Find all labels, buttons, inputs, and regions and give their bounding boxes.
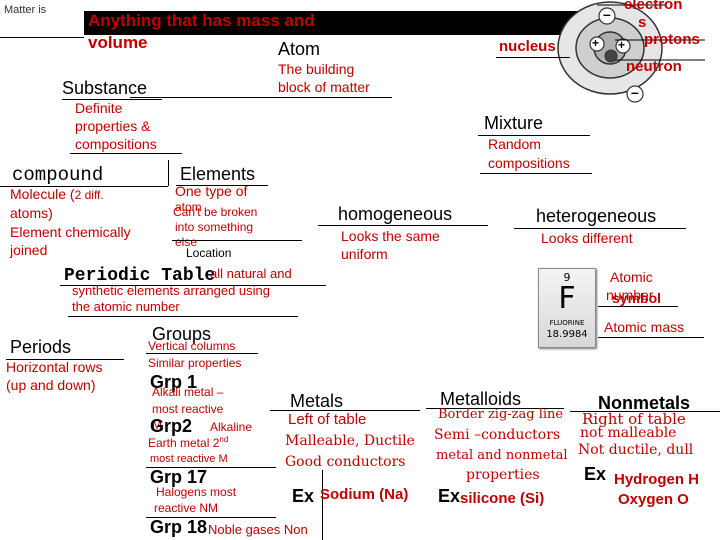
divider: [168, 160, 169, 186]
divider: [130, 97, 392, 98]
grp1-desc-line2: most reactive: [152, 402, 223, 416]
nonmetals-example-line1: Hydrogen H: [614, 471, 699, 488]
divider: [0, 37, 84, 38]
grp2-desc-text: Earth metal 2: [148, 436, 219, 450]
metalloids-desc-line2: Semi –conductors: [434, 427, 560, 443]
divider: [480, 173, 592, 174]
divider: [514, 228, 686, 229]
atomic-mass-label: Atomic mass: [604, 319, 684, 335]
metalloids-desc-line4: properties: [466, 467, 540, 483]
metalloids-desc-line3: metal and nonmetal: [436, 448, 568, 463]
periods-title: Periods: [10, 337, 71, 358]
groups-desc-line1: Vertical columns: [148, 339, 235, 353]
tile-mass: 18.9984: [539, 329, 595, 340]
compound-title: compound: [12, 164, 103, 186]
divider: [496, 57, 570, 58]
grp1-desc-line1: Alkali metal –: [152, 385, 223, 399]
groups-desc-line2: Similar properties: [148, 356, 241, 370]
divider: [70, 153, 182, 154]
grp18-desc: Noble gases Non: [208, 522, 308, 537]
grp2-alkaline: Alkaline: [210, 420, 252, 434]
periodic-desc-line2: synthetic elements arranged using: [72, 283, 270, 298]
atom-desc-line2: block of matter: [278, 79, 370, 95]
substance-desc-line1: Definite: [75, 100, 122, 116]
homogeneous-title: homogeneous: [338, 204, 452, 225]
divider: [322, 470, 323, 540]
nucleus-label: nucleus: [499, 38, 556, 55]
divider: [598, 306, 678, 307]
divider: [146, 353, 258, 354]
fluorine-element-tile: 9 F FLUORINE 18.9984: [538, 268, 596, 348]
grp2-desc-line2: most reactive M: [150, 453, 228, 465]
compound-desc-line4: joined: [10, 242, 47, 258]
metalloids-desc-line1: Border zig-zag line: [438, 407, 563, 422]
grp2-sup: nd: [219, 435, 228, 444]
tile-name: FLUORINE: [539, 319, 595, 327]
grp17-desc-line1: Halogens most: [156, 485, 236, 499]
mixture-desc-line1: Random: [488, 136, 541, 152]
nonmetals-ex-label: Ex: [584, 464, 606, 485]
metals-desc-line1: Left of table: [288, 411, 366, 428]
mixture-desc-line2: compositions: [488, 155, 570, 171]
divider: [318, 225, 488, 226]
metalloids-ex-label: Ex: [438, 486, 460, 507]
metals-title: Metals: [290, 391, 343, 412]
metals-desc-line3: Good conductors: [285, 454, 406, 470]
atom-title: Atom: [278, 39, 320, 60]
periods-desc-line1: Horizontal rows: [6, 359, 102, 375]
tile-symbol: F: [539, 281, 595, 316]
nonmetals-desc-line2: not malleable: [580, 425, 676, 441]
substance-desc-line2: properties &: [75, 118, 150, 134]
metals-example: Sodium (Na): [320, 486, 408, 503]
substance-title: Substance: [62, 78, 147, 99]
proton-plus-left: +: [592, 36, 599, 50]
elements-location: Location: [186, 246, 231, 260]
elements-desc-line2b: Can't be broken: [173, 205, 257, 219]
periodic-desc-line1: all natural and: [210, 266, 292, 281]
matter-is-label: Matter is: [4, 4, 46, 16]
compound-desc-line2: atoms): [10, 205, 53, 221]
electron-minus-top: –: [603, 6, 611, 22]
divider: [598, 337, 704, 338]
electron-minus-bottom: –: [631, 84, 639, 100]
anything-line2: volume: [88, 33, 148, 53]
atomic-label-line1: Atomic: [610, 269, 653, 285]
elements-title: Elements: [180, 164, 255, 185]
compound-desc-line1a: Molecule (: [10, 186, 75, 202]
neutron-label: neutron: [626, 58, 682, 75]
symbol-label: symbol: [612, 290, 661, 306]
homogeneous-desc-line1: Looks the same: [341, 228, 440, 244]
compound-desc-line1b: 2 diff.: [75, 188, 104, 202]
grp2-desc-line1: Earth metal 2nd: [148, 435, 228, 450]
proton-plus-right: +: [618, 38, 625, 52]
elements-desc-line1: One type of: [175, 183, 247, 199]
heterogeneous-title: heterogeneous: [536, 206, 656, 227]
divider: [172, 240, 302, 241]
grp17-desc-line2: reactive NM: [154, 501, 218, 515]
compound-desc-line1: Molecule (2 diff.: [10, 186, 104, 202]
nonmetals-example-line2: Oxygen O: [618, 491, 689, 508]
electron-label-line1: electron: [624, 0, 682, 13]
metalloids-example: silicone (Si): [460, 490, 544, 507]
mixture-title: Mixture: [484, 113, 543, 134]
anything-line1: Anything that has mass and: [88, 11, 315, 31]
compound-desc-line3: Element chemically: [10, 224, 131, 240]
grp18-title: Grp 18: [150, 517, 207, 538]
nonmetals-desc-line3: Not ductile, dull: [578, 442, 693, 458]
metals-desc-line2: Malleable, Ductile: [285, 433, 415, 449]
periodic-desc-line3: the atomic number: [72, 299, 180, 314]
protons-label: protons: [644, 31, 700, 48]
heterogeneous-desc: Looks different: [541, 230, 633, 246]
homogeneous-desc-line2: uniform: [341, 246, 388, 262]
substance-desc-line3: compositions: [75, 136, 157, 152]
grp2-title: Grp2: [150, 416, 192, 437]
divider: [68, 316, 298, 317]
periods-desc-line2: (up and down): [6, 377, 96, 393]
atom-desc-line1: The building: [278, 61, 354, 77]
elements-desc-line3: into something: [175, 220, 253, 234]
electron-label-line2: s: [638, 14, 646, 31]
metals-ex-label: Ex: [292, 486, 314, 507]
